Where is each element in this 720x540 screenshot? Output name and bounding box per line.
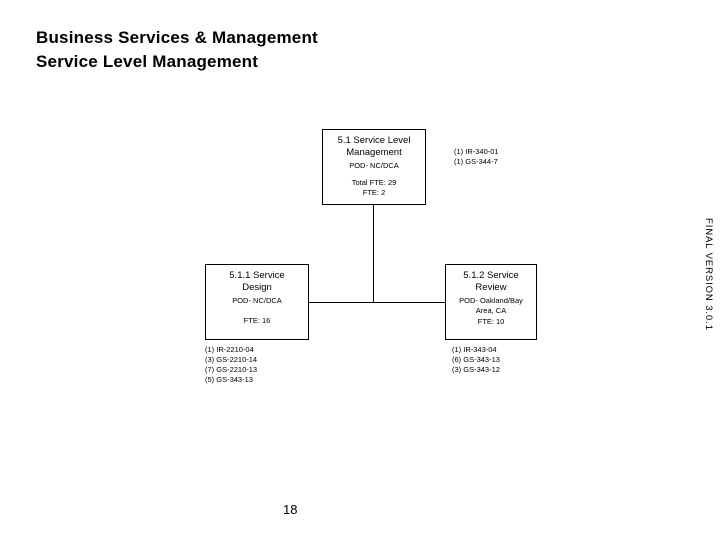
node-title-line-2: Management — [346, 147, 402, 158]
node-fte-block: FTE: 10 — [446, 317, 536, 327]
node-fte: FTE: 10 — [477, 317, 505, 326]
annotation-list-service-review: (1) IR-343-04 (6) GS-343-13 (3) GS-343-1… — [452, 345, 500, 375]
annotation-item: (1) IR-2210-04 — [205, 345, 254, 354]
node-location-line-1: POD- Oakland/Bay — [459, 296, 523, 305]
page-number: 18 — [283, 502, 298, 517]
node-title-line-1: 5.1.1 Service — [229, 270, 285, 281]
title-line-2: Service Level Management — [36, 52, 259, 71]
node-title-line-1: 5.1 Service Level — [337, 135, 411, 146]
annotation-list-service-design: (1) IR-2210-04 (3) GS-2210-14 (7) GS-221… — [205, 345, 257, 385]
annotation-item: (3) GS-343-12 — [452, 365, 500, 374]
connector-root-drop — [373, 205, 374, 302]
annotation-item: (3) GS-2210-14 — [205, 355, 258, 364]
node-service-design[interactable]: 5.1.1 Service Design POD- NC/DCA FTE: 16 — [205, 264, 309, 340]
node-total-fte: Total FTE: 29 — [351, 178, 397, 187]
page-title: Business Services & Management Service L… — [36, 26, 596, 74]
annotation-item: (5) GS-343-13 — [205, 375, 253, 384]
node-fte-block: FTE: 16 — [206, 316, 308, 326]
node-service-level-management[interactable]: 5.1 Service Level Management POD- NC/DCA… — [322, 129, 426, 205]
annotation-item: (1) IR-343-04 — [452, 345, 497, 354]
node-location: POD- NC/DCA — [349, 161, 399, 170]
node-title-line-2: Design — [242, 282, 272, 293]
annotation-item: (6) GS-343-13 — [452, 355, 500, 364]
node-title-line-2: Review — [475, 282, 507, 293]
node-fte: FTE: 2 — [362, 188, 386, 197]
node-location: POD- NC/DCA — [232, 296, 282, 305]
node-fte-block: Total FTE: 29 FTE: 2 — [323, 178, 425, 198]
annotation-item: (1) GS-344-7 — [454, 157, 498, 166]
version-label: FINAL VERSION 3.0.1 — [703, 218, 714, 331]
title-line-1: Business Services & Management — [36, 28, 318, 47]
node-fte: FTE: 16 — [243, 316, 271, 325]
node-service-review[interactable]: 5.1.2 Service Review POD- Oakland/Bay Ar… — [445, 264, 537, 340]
annotation-list-root: (1) IR-340-01 (1) GS-344-7 — [454, 147, 499, 167]
node-title-line-1: 5.1.2 Service — [463, 270, 519, 281]
node-location-line-2: Area, CA — [475, 306, 507, 315]
annotation-item: (7) GS-2210-13 — [205, 365, 258, 374]
connector-bus-right — [373, 302, 446, 303]
connector-bus-left — [309, 302, 374, 303]
annotation-item: (1) IR-340-01 — [454, 147, 499, 156]
